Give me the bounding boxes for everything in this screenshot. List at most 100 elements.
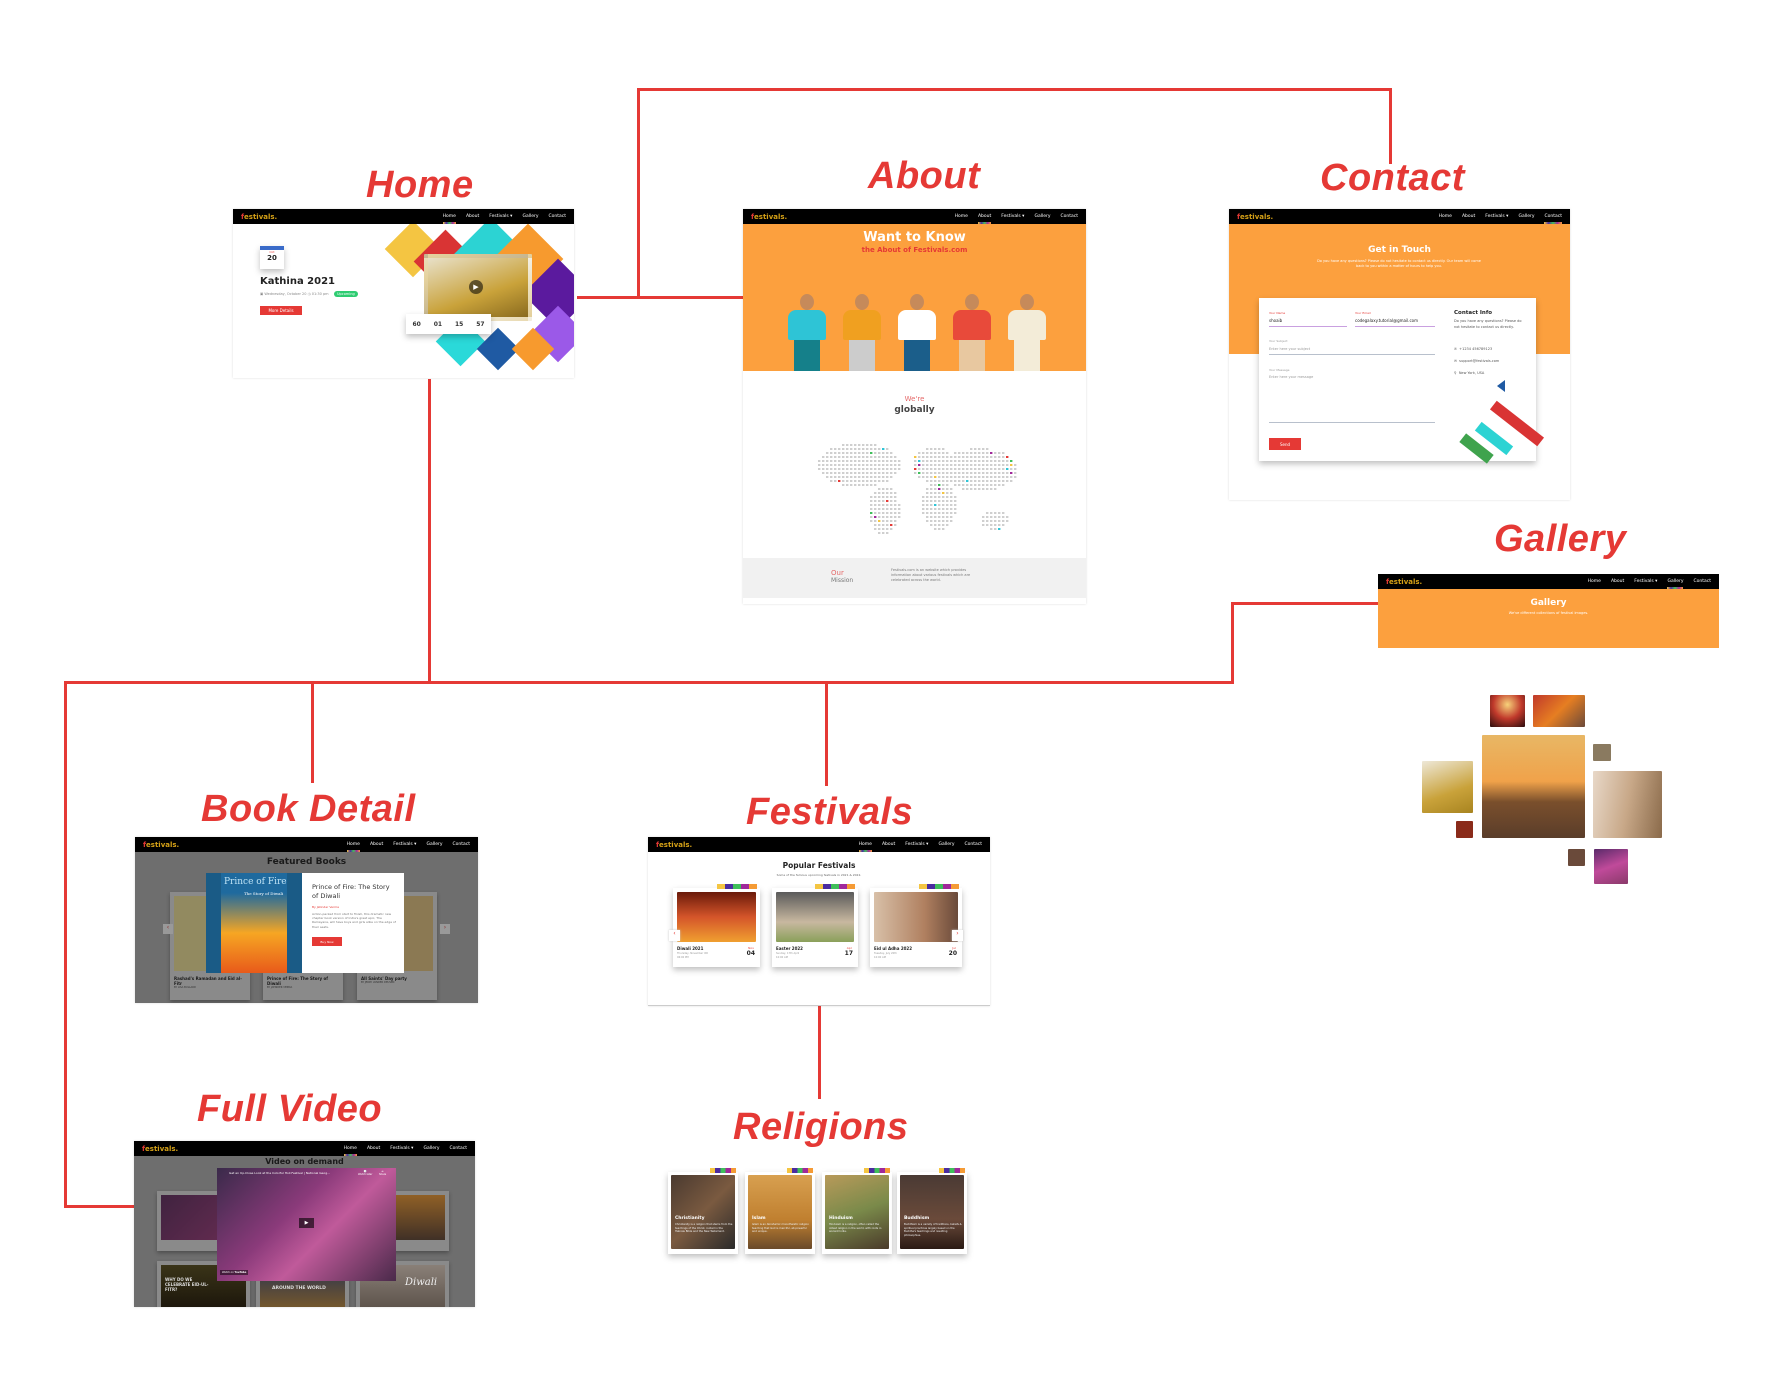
nav-item[interactable]: Festivals ▾: [1634, 579, 1658, 584]
contact-page-thumbnail[interactable]: festivals. Home About Festivals ▾ Gallery Con…: [1229, 209, 1570, 500]
nav-item[interactable]: About: [369, 842, 384, 847]
festivals-logo[interactable]: festivals.: [241, 213, 433, 221]
name-input[interactable]: shoaib: [1269, 318, 1347, 327]
person-figure: [849, 340, 875, 371]
nav-item[interactable]: Festivals ▾: [390, 1146, 414, 1151]
festivals-logo[interactable]: festivals.: [143, 841, 337, 849]
home-page-thumbnail[interactable]: festivals. Home About Festivals ▾ Gallery Con…: [233, 209, 574, 378]
gallery-image[interactable]: [1422, 761, 1473, 813]
festivals-logo[interactable]: festivals.: [656, 841, 849, 849]
nav-item[interactable]: Home: [1587, 579, 1601, 584]
gallery-image[interactable]: [1568, 849, 1585, 866]
map-dot: [918, 468, 921, 470]
full-video-page-thumbnail[interactable]: festivals. Home About Festivals ▾ Gallery Con…: [134, 1141, 475, 1307]
gallery-image[interactable]: [1593, 771, 1662, 838]
gallery-image[interactable]: [1482, 735, 1585, 838]
map-dot: [974, 476, 977, 478]
nav-item[interactable]: About: [1610, 579, 1625, 584]
nav-item[interactable]: Festivals ▾: [1001, 214, 1025, 219]
nav-item[interactable]: Home: [858, 842, 873, 852]
nav-item[interactable]: Gallery: [423, 1146, 440, 1151]
message-input[interactable]: Enter here your message: [1269, 375, 1435, 423]
festival-date: Thursday, November 4th: [677, 952, 709, 955]
gallery-image[interactable]: [1456, 821, 1473, 838]
map-dot: [894, 516, 897, 518]
festivals-logo[interactable]: festivals.: [142, 1145, 334, 1153]
nav-item[interactable]: Contact: [1544, 214, 1562, 224]
nav-item[interactable]: Gallery: [938, 842, 955, 847]
buy-now-button[interactable]: Buy Now: [312, 937, 342, 946]
send-button[interactable]: Send: [1269, 438, 1301, 450]
nav-item[interactable]: Contact: [1693, 579, 1711, 584]
nav-item[interactable]: About: [465, 214, 480, 219]
festivals-logo[interactable]: festivals.: [1237, 213, 1429, 221]
map-dot: [886, 524, 889, 526]
nav-item[interactable]: Home: [1438, 214, 1452, 219]
nav-item[interactable]: About: [1461, 214, 1476, 219]
gallery-image[interactable]: [1490, 695, 1525, 727]
festivals-logo[interactable]: festivals.: [1386, 578, 1578, 586]
gallery-image[interactable]: [1594, 849, 1628, 884]
map-dot: [874, 528, 877, 530]
map-dot: [942, 484, 945, 486]
play-icon[interactable]: ▶: [469, 280, 483, 294]
nav-item[interactable]: Festivals ▾: [393, 842, 417, 847]
nav-item[interactable]: Home: [343, 1146, 358, 1156]
nav-item[interactable]: Contact: [548, 214, 566, 219]
map-dot: [898, 512, 901, 514]
map-dot: [994, 480, 997, 482]
carousel-prev-button[interactable]: ‹: [669, 930, 680, 941]
nav-item[interactable]: Home: [442, 214, 457, 224]
share-button[interactable]: ➦Share: [379, 1170, 387, 1176]
festivals-page-thumbnail[interactable]: festivals. Home About Festivals ▾ Gallery Con…: [648, 837, 990, 1006]
gallery-page-thumbnail[interactable]: festivals. Home About Festivals ▾ Gallery Con…: [1378, 574, 1719, 904]
map-dot: [878, 512, 881, 514]
gallery-image[interactable]: [1533, 695, 1585, 727]
map-dot: [938, 496, 941, 498]
nav-item[interactable]: Gallery: [1518, 214, 1535, 219]
book-detail-page-thumbnail[interactable]: festivals. Home About Festivals ▾ Gallery Con…: [135, 837, 478, 1003]
nav-item[interactable]: Contact: [1060, 214, 1078, 219]
nav-item[interactable]: Home: [346, 842, 361, 852]
carousel-prev-button[interactable]: ‹: [163, 924, 173, 934]
nav-item[interactable]: Contact: [964, 842, 982, 847]
video-player[interactable]: Get an Up-Close Look at the Colorful Hol…: [217, 1168, 396, 1281]
subject-input[interactable]: Enter here your subject: [1269, 347, 1435, 355]
map-dot: [990, 484, 993, 486]
nav-item[interactable]: Contact: [449, 1146, 467, 1151]
more-details-button[interactable]: More Details: [260, 306, 302, 315]
nav-item[interactable]: Gallery: [426, 842, 443, 847]
watch-on-youtube[interactable]: Watch on YouTube: [220, 1270, 249, 1275]
map-dot: [998, 464, 1001, 466]
gallery-image[interactable]: [1593, 744, 1611, 761]
map-dot: [934, 472, 937, 474]
nav-item[interactable]: About: [366, 1146, 381, 1151]
nav-item[interactable]: Gallery: [1034, 214, 1051, 219]
nav-item[interactable]: About: [881, 842, 896, 847]
nav-item[interactable]: Home: [954, 214, 968, 219]
nav-item[interactable]: Gallery: [522, 214, 539, 219]
email-input[interactable]: codegalaxy.tutorial@gmail.com: [1355, 318, 1435, 327]
nav-item[interactable]: About: [977, 214, 992, 224]
nav-item[interactable]: Gallery: [1667, 579, 1684, 589]
carousel-next-button[interactable]: ›: [952, 930, 963, 941]
festivals-logo[interactable]: festivals.: [751, 213, 945, 221]
map-dot: [874, 516, 877, 518]
nav-item[interactable]: Festivals ▾: [489, 214, 513, 219]
nav-item[interactable]: Contact: [452, 842, 470, 847]
nav-item[interactable]: Festivals ▾: [905, 842, 929, 847]
map-dot: [950, 520, 953, 522]
nav-item[interactable]: Festivals ▾: [1485, 214, 1509, 219]
watch-later-button[interactable]: 🕓Watch later: [358, 1170, 373, 1176]
about-page-thumbnail[interactable]: festivals. Home About Festivals ▾ Gallery Con…: [743, 209, 1086, 604]
map-dot: [950, 488, 953, 490]
play-icon[interactable]: ▶: [299, 1218, 314, 1228]
carousel-next-button[interactable]: ›: [440, 924, 450, 934]
